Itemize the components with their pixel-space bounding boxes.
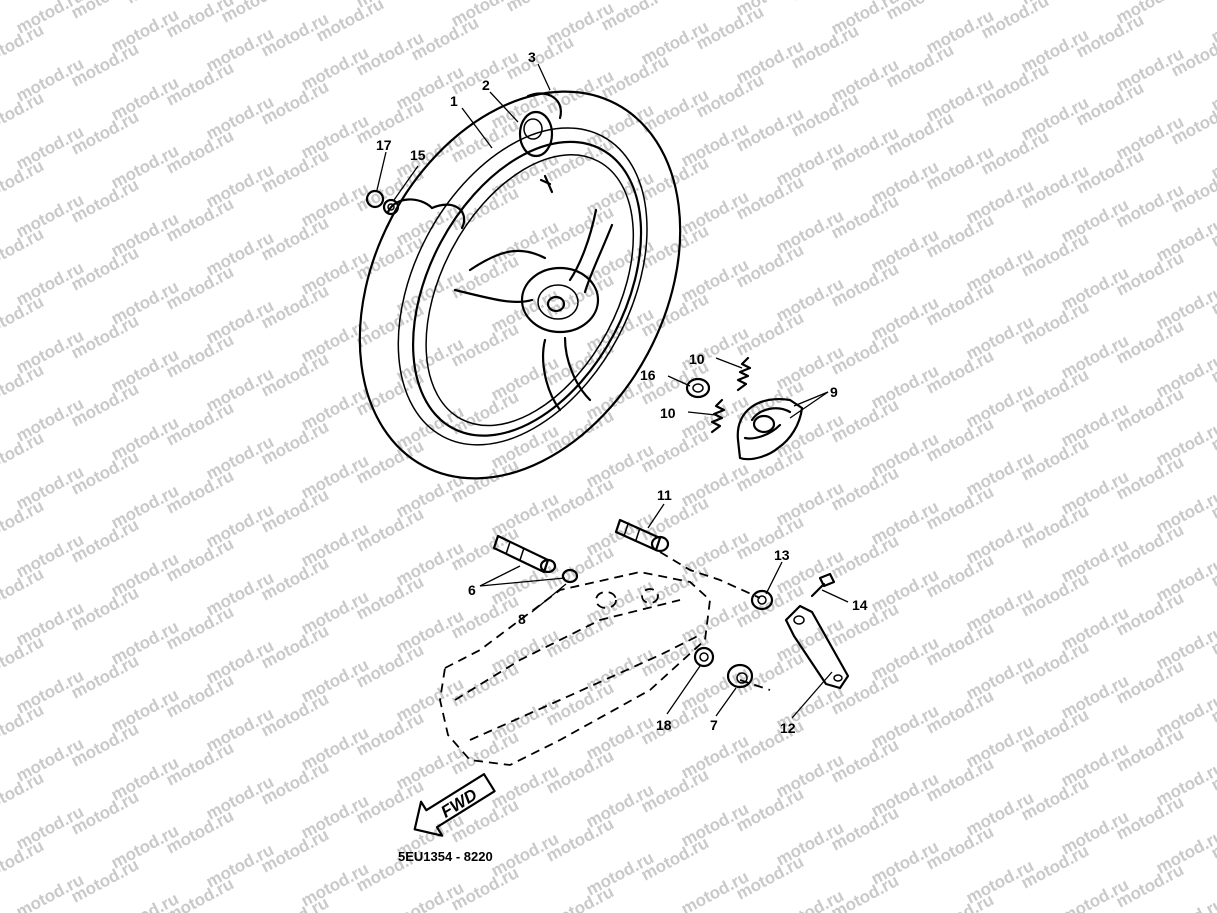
watermark-text: motod.ru	[123, 0, 197, 8]
callout-18: 18	[656, 717, 672, 733]
part-7-nut	[726, 663, 754, 689]
wheel-spokes	[453, 208, 614, 412]
callout-10-upper: 10	[689, 351, 705, 367]
part-17-valve-cap	[365, 189, 385, 209]
callout-15: 15	[410, 147, 426, 163]
callout-9: 9	[830, 384, 838, 400]
part-16-washer	[685, 377, 711, 399]
watermark-text: motod.ru	[108, 889, 182, 913]
callout-7: 7	[710, 717, 718, 733]
part-18-oil-seal	[693, 646, 715, 668]
part-10-spring-lower	[710, 398, 726, 434]
callout-16: 16	[640, 367, 656, 383]
watermark-text: motod.ru	[0, 0, 47, 4]
tire-outline	[358, 90, 682, 480]
watermark-text: motod.ru	[0, 88, 47, 139]
part-13-washer	[750, 589, 774, 611]
callout-12: 12	[780, 720, 796, 736]
watermark-text: motod.ru	[0, 496, 47, 547]
watermark-text: motod.ru	[0, 224, 47, 275]
watermark-text: motod.ru	[0, 564, 47, 615]
watermark-text: motod.ru	[923, 890, 997, 913]
transmission-case-reference	[439, 551, 771, 766]
watermark-text: motod.ru	[0, 20, 47, 71]
watermark-text: motod.ru	[0, 632, 47, 683]
watermark-text: motod.ru	[0, 156, 47, 207]
watermark-text: motod.ru	[0, 360, 47, 411]
watermark-text: motod.ru	[258, 893, 332, 913]
part-8-clip	[561, 568, 579, 584]
part-10-spring-upper	[736, 356, 752, 392]
part-9-brake-shoes	[736, 397, 804, 461]
callout-17: 17	[376, 137, 392, 153]
rim-outline	[411, 140, 643, 437]
callout-labels: 1 2 3 17 15 10 16 10 9 11 6 8 13 14 18 7…	[376, 49, 868, 736]
part-11-brake-camshaft	[614, 518, 670, 553]
callout-leader-lines	[376, 63, 849, 719]
callout-3: 3	[528, 49, 536, 65]
part-2-rim-band	[518, 110, 554, 158]
wheel-hub	[520, 266, 600, 334]
watermark-text: motod.ru	[0, 292, 47, 343]
part-12-brake-cam-lever	[784, 604, 850, 690]
callout-6: 6	[468, 582, 476, 598]
watermark-text: motod.ru	[788, 0, 862, 5]
air-valve	[539, 174, 554, 194]
callout-14: 14	[852, 597, 868, 613]
rear-wheel-assembly	[358, 90, 682, 480]
callout-1: 1	[450, 93, 458, 109]
watermark-text: motod.ru	[0, 428, 47, 479]
diagram-reference-code: 5EU1354 - 8220	[398, 849, 493, 864]
callout-2: 2	[482, 77, 490, 93]
callout-10-lower: 10	[660, 405, 676, 421]
part-15-valve-nut	[382, 198, 400, 216]
watermark-text: motod.ru	[1153, 894, 1217, 913]
watermark-text: motod.ru	[503, 0, 577, 16]
callout-13: 13	[774, 547, 790, 563]
part-14-bolt	[810, 572, 836, 598]
part-6-axle-shaft	[492, 534, 557, 574]
watermark-text: motod.ru	[0, 836, 47, 887]
watermark-text: motod.ru	[0, 768, 47, 819]
callout-11: 11	[657, 487, 672, 503]
watermark-text: motod.ru	[0, 700, 47, 751]
callout-8: 8	[518, 611, 526, 627]
watermark-text: motod.ru	[543, 882, 617, 913]
